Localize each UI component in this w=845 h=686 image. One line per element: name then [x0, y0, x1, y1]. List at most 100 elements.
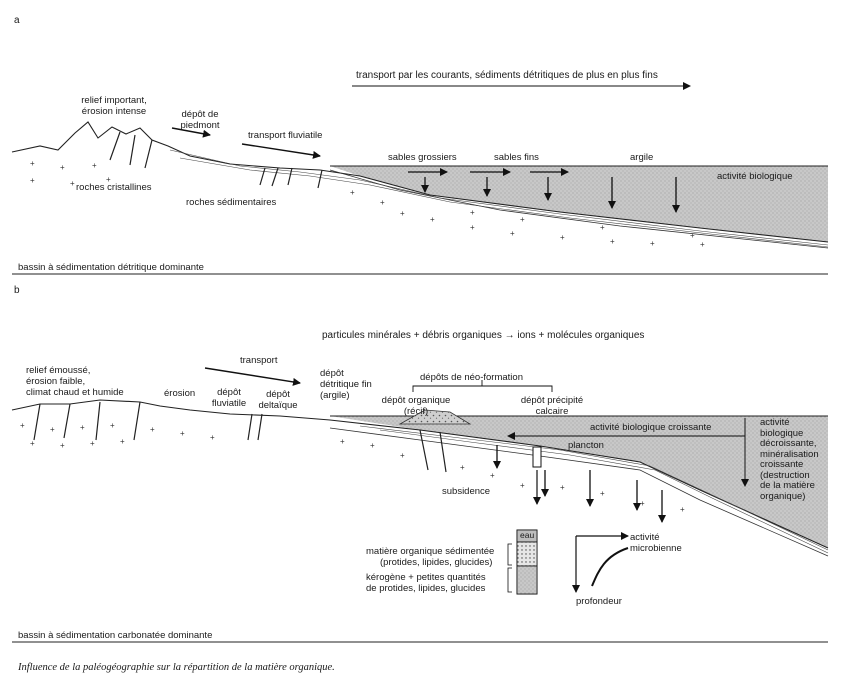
microbial-line-2: microbienne — [630, 543, 682, 554]
svg-text:+: + — [350, 188, 355, 197]
svg-text:+: + — [600, 489, 605, 498]
relief-label-b: relief émoussé, érosion faible, climat c… — [26, 365, 124, 398]
fluvial-deposit-line-2: fluviatile — [211, 398, 247, 409]
svg-text:+: + — [510, 229, 515, 238]
basement-line-a — [329, 169, 829, 249]
svg-text:+: + — [520, 481, 525, 490]
organic-deposit-line-2: (récif) — [403, 406, 429, 417]
svg-text:+: + — [180, 429, 185, 438]
fine-detrital-line-2: détritique fin — [320, 379, 372, 390]
piedmont-line-1: dépôt de — [181, 109, 219, 120]
neoformation-label: dépôts de néo-formation — [420, 372, 523, 383]
fine-detrital-line-3: (argile) — [320, 390, 350, 401]
svg-text:+: + — [50, 425, 55, 434]
crystalline-rocks-label: roches cristallines — [76, 182, 152, 193]
crystalline-marks-a: ++++ ++++ ++++ ++++ ++++ — [30, 159, 705, 249]
sea-b — [330, 416, 828, 548]
sedimentary-rocks-label: roches sédimentaires — [186, 197, 277, 208]
decreasing-line-8: organique) — [760, 490, 806, 502]
faults-b — [33, 401, 447, 473]
svg-text:+: + — [400, 209, 405, 218]
piedmont-label: dépôt de piedmont — [168, 109, 232, 131]
kerogen-line-2: de protides, lipides, glucides — [366, 583, 486, 594]
svg-text:+: + — [210, 433, 215, 442]
svg-text:+: + — [20, 421, 25, 430]
sedimented-organic-label: matière organique sédimentée (protides, … — [366, 546, 494, 568]
clay-label: argile — [630, 152, 654, 163]
svg-text:+: + — [340, 437, 345, 446]
svg-text:+: + — [106, 175, 111, 184]
svg-text:+: + — [110, 421, 115, 430]
svg-text:+: + — [70, 179, 75, 188]
crystalline-marks-b: + + + + + + + + + + + + + + + + + + + + + — [20, 421, 685, 514]
piedmont-line-2: piedmont — [180, 120, 220, 131]
decreasing-line-7: de la matière — [760, 480, 815, 491]
svg-text:+: + — [680, 505, 685, 514]
deltaic-line-1: dépôt — [266, 389, 290, 400]
svg-text:+: + — [520, 215, 525, 224]
svg-text:+: + — [470, 208, 475, 217]
svg-text:+: + — [380, 198, 385, 207]
calcareous-line-2: calcaire — [535, 406, 569, 417]
reef-b — [398, 409, 472, 425]
relief-b-line-2: érosion faible, — [26, 376, 86, 387]
panel-b: + + + + + + + + + + + + + + + + + + + + + — [11, 367, 829, 643]
plankton-label: plancton — [568, 440, 604, 451]
relief-line-2: érosion intense — [81, 106, 147, 117]
svg-text:+: + — [150, 425, 155, 434]
calcareous-line-1: dépôt précipité — [520, 395, 584, 406]
svg-text:+: + — [120, 437, 125, 446]
svg-text:+: + — [560, 483, 565, 492]
sediment-column-kerogen — [516, 565, 538, 595]
sediment-layer-b1 — [359, 425, 829, 551]
svg-text:+: + — [610, 237, 615, 246]
fluvial-label: transport fluviatile — [248, 130, 323, 141]
neoformation-brace — [412, 380, 553, 392]
relief-label-a: relief important, érosion intense — [68, 95, 160, 117]
svg-text:+: + — [460, 463, 465, 472]
piedmont-arrow-a — [171, 127, 211, 138]
sediment-brace-2 — [507, 567, 512, 593]
footer-a: bassin à sédimentation détritique domina… — [18, 262, 204, 273]
coarse-sand-label: sables grossiers — [388, 152, 457, 163]
svg-text:+: + — [30, 439, 35, 448]
svg-text:+: + — [80, 423, 85, 432]
svg-text:+: + — [60, 441, 65, 450]
bio-activity-label-a: activité biologique — [717, 171, 793, 182]
sediment-layer-a2 — [179, 157, 829, 248]
panel-a: ++++ ++++ ++++ ++++ ++++ — [11, 82, 829, 275]
land-profile-b — [11, 399, 829, 549]
sea-a — [330, 166, 828, 242]
svg-text:+: + — [490, 471, 495, 480]
footer-b: bassin à sédimentation carbonatée domina… — [18, 630, 213, 641]
svg-text:+: + — [60, 163, 65, 172]
svg-text:+: + — [430, 215, 435, 224]
faults-a — [109, 131, 323, 189]
svg-text:+: + — [690, 231, 695, 240]
erosion-label: érosion — [164, 388, 196, 399]
relief-b-line-3: climat chaud et humide — [26, 387, 124, 398]
sedimented-organic-line-1: matière organique sédimentée — [366, 546, 495, 557]
svg-text:+: + — [90, 439, 95, 448]
calcareous-deposit-label: dépôt précipité calcaire — [512, 395, 592, 417]
sediment-layer-b2 — [379, 429, 829, 554]
decreasing-line-2: biologique — [760, 427, 804, 439]
svg-text:+: + — [30, 176, 35, 185]
decreasing-line-5: croissante — [760, 459, 804, 470]
svg-text:+: + — [370, 441, 375, 450]
transport-arrow-b — [204, 367, 301, 386]
relief-b-line-1: relief émoussé, — [26, 365, 91, 376]
svg-text:+: + — [650, 239, 655, 248]
particles-label: particules minérales + débris organiques… — [322, 330, 645, 341]
decreasing-line-1: activité — [760, 417, 790, 428]
sediment-brace-1 — [507, 543, 512, 566]
panel-a-letter: a — [14, 15, 20, 26]
svg-text:+: + — [640, 499, 645, 508]
basement-line-b — [329, 427, 829, 557]
land-profile-a — [11, 121, 829, 243]
svg-text:+: + — [400, 451, 405, 460]
deltaic-deposit-label: dépôt deltaïque — [256, 389, 300, 411]
svg-text:+: + — [700, 240, 705, 249]
svg-text:+: + — [30, 159, 35, 168]
